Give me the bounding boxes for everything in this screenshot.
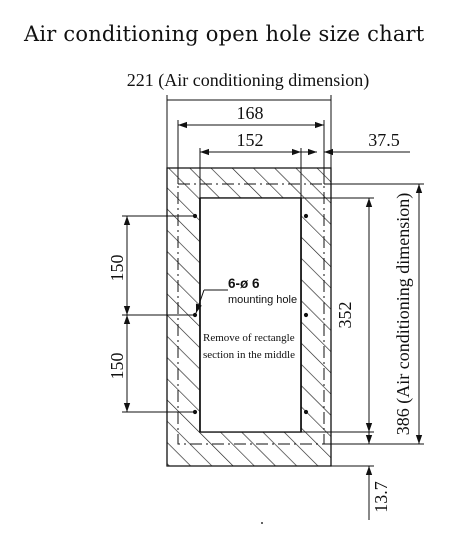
mounting-hole-caption: mounting hole (228, 294, 297, 306)
hole-height-label: 352 (335, 302, 355, 329)
cutout-note-line2: section in the middle (203, 349, 295, 361)
offset-label: 37.5 (368, 130, 400, 150)
cutout-rectangle (199, 197, 302, 433)
spacing-upper-label: 150 (107, 255, 127, 282)
hole-width-inner-label: 152 (237, 130, 264, 150)
stray-dot (261, 522, 263, 524)
mounting-hole-6 (303, 409, 309, 415)
mounting-hole-5 (303, 312, 309, 318)
page-title: Air conditioning open hole size chart (24, 22, 425, 46)
cutout-note-line1: Remove of rectangle (203, 332, 295, 344)
overall-height-label: 386 (Air conditioning dimension) (393, 193, 414, 435)
bottom-offset-label: 13.7 (371, 481, 391, 513)
overall-width-label: 221 (Air conditioning dimension) (127, 70, 369, 91)
overall-outline (177, 183, 325, 445)
spacing-lower-label: 150 (107, 353, 127, 380)
mounting-hole-4 (303, 213, 309, 219)
mounting-hole-count-label: 6-ø 6 (228, 276, 260, 291)
hole-width-outer-label: 168 (237, 103, 264, 123)
